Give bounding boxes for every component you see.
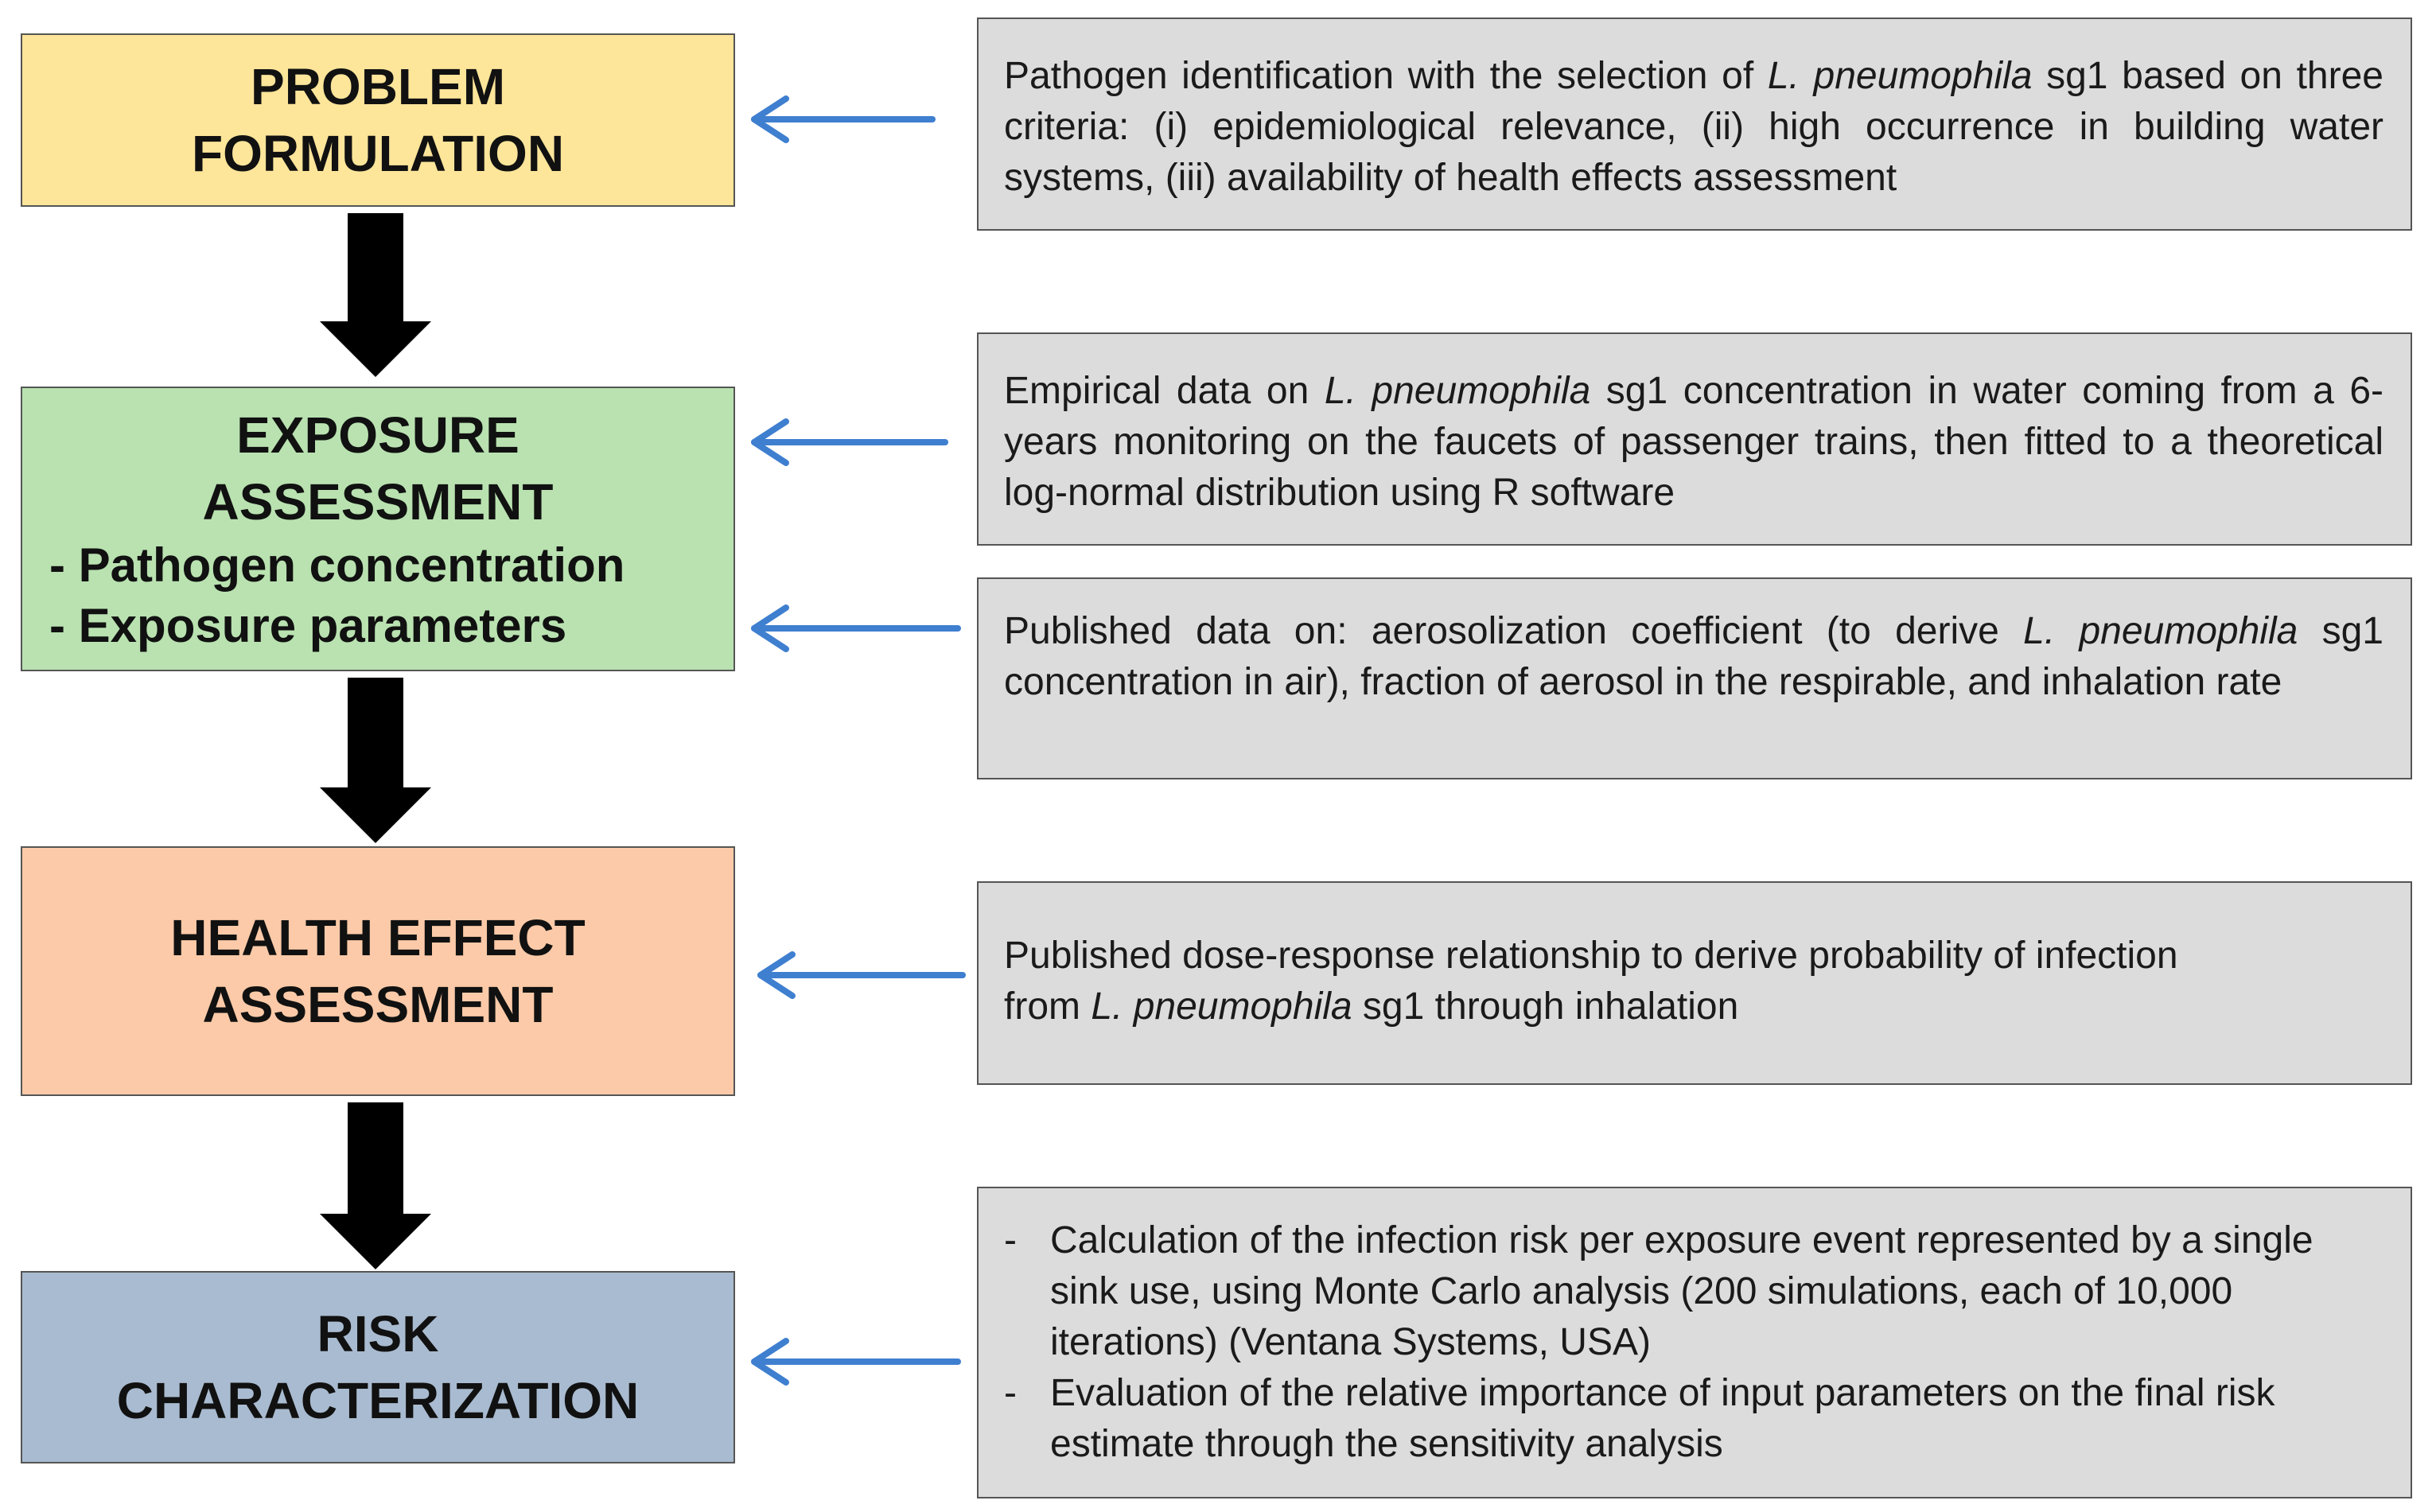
note-text: sg1 through inhalation [1352,985,1739,1028]
step-title-line2: FORMULATION [191,125,565,182]
step-title-line2: ASSESSMENT [202,976,554,1033]
step-title-line1: RISK [317,1305,439,1362]
left-arrow-icon [751,95,936,143]
note-problem-formulation: Pathogen identification with the selecti… [977,17,2412,231]
note-text: from [1004,985,1092,1028]
note-text: Pathogen identification with the selecti… [1004,55,1768,97]
note-text: Published dose-response relationship to … [1004,935,2178,977]
left-arrow-icon [751,604,961,652]
input-arrows [751,95,966,1386]
note-dose-response: Published dose-response relationship to … [977,881,2412,1085]
species-name: L. pneumophila [1091,985,1352,1028]
step-risk-characterization: RISK CHARACTERIZATION [21,1271,735,1463]
left-arrow-icon [757,951,966,999]
note-text: Empirical data on [1004,370,1325,412]
note-text: Published data on: aerosolization coeffi… [1004,610,2024,652]
note-text: sg1 concentration in air), fraction of a… [1004,610,2384,703]
note-empirical-data: Empirical data on L. pneumophila sg1 con… [977,332,2412,546]
subitem-pathogen-concentration: - Pathogen concentration [49,538,625,592]
step-exposure-assessment: EXPOSURE ASSESSMENT - Pathogen concentra… [21,387,735,671]
subitem-exposure-parameters: - Exposure parameters [49,599,567,652]
left-arrow-icon [751,1338,961,1386]
note-text: sg1 concentration in water coming from a… [1004,370,2384,514]
step-title-line2: ASSESSMENT [202,473,554,531]
species-name: L. pneumophila [2023,610,2298,652]
note-published-data: Published data on: aerosolization coeffi… [977,577,2412,779]
list-item: Evaluation of the relative importance of… [1004,1368,2383,1470]
exposure-subitems: - Pathogen concentration - Exposure para… [22,535,625,656]
down-arrow-1 [320,213,431,377]
risk-list: Calculation of the infection risk per ex… [1004,1215,2383,1470]
step-title-line1: PROBLEM [251,58,505,115]
step-title-line1: EXPOSURE [236,406,519,464]
left-arrow-icon [751,418,948,466]
note-risk-characterization: Calculation of the infection risk per ex… [977,1187,2412,1498]
species-name: L. pneumophila [1767,55,2033,97]
down-arrow-2 [320,678,431,843]
step-title-line1: HEALTH EFFECT [170,909,586,966]
step-problem-formulation: PROBLEM FORMULATION [21,33,735,207]
list-item: Calculation of the infection risk per ex… [1004,1215,2383,1368]
step-health-effect-assessment: HEALTH EFFECT ASSESSMENT [21,846,735,1096]
species-name: L. pneumophila [1324,370,1591,412]
note-text: sg1 based on three criteria: (i) epidemi… [1004,55,2384,199]
down-arrow-3 [320,1102,431,1269]
flow-arrows [320,213,431,1269]
step-title-line2: CHARACTERIZATION [116,1372,640,1429]
